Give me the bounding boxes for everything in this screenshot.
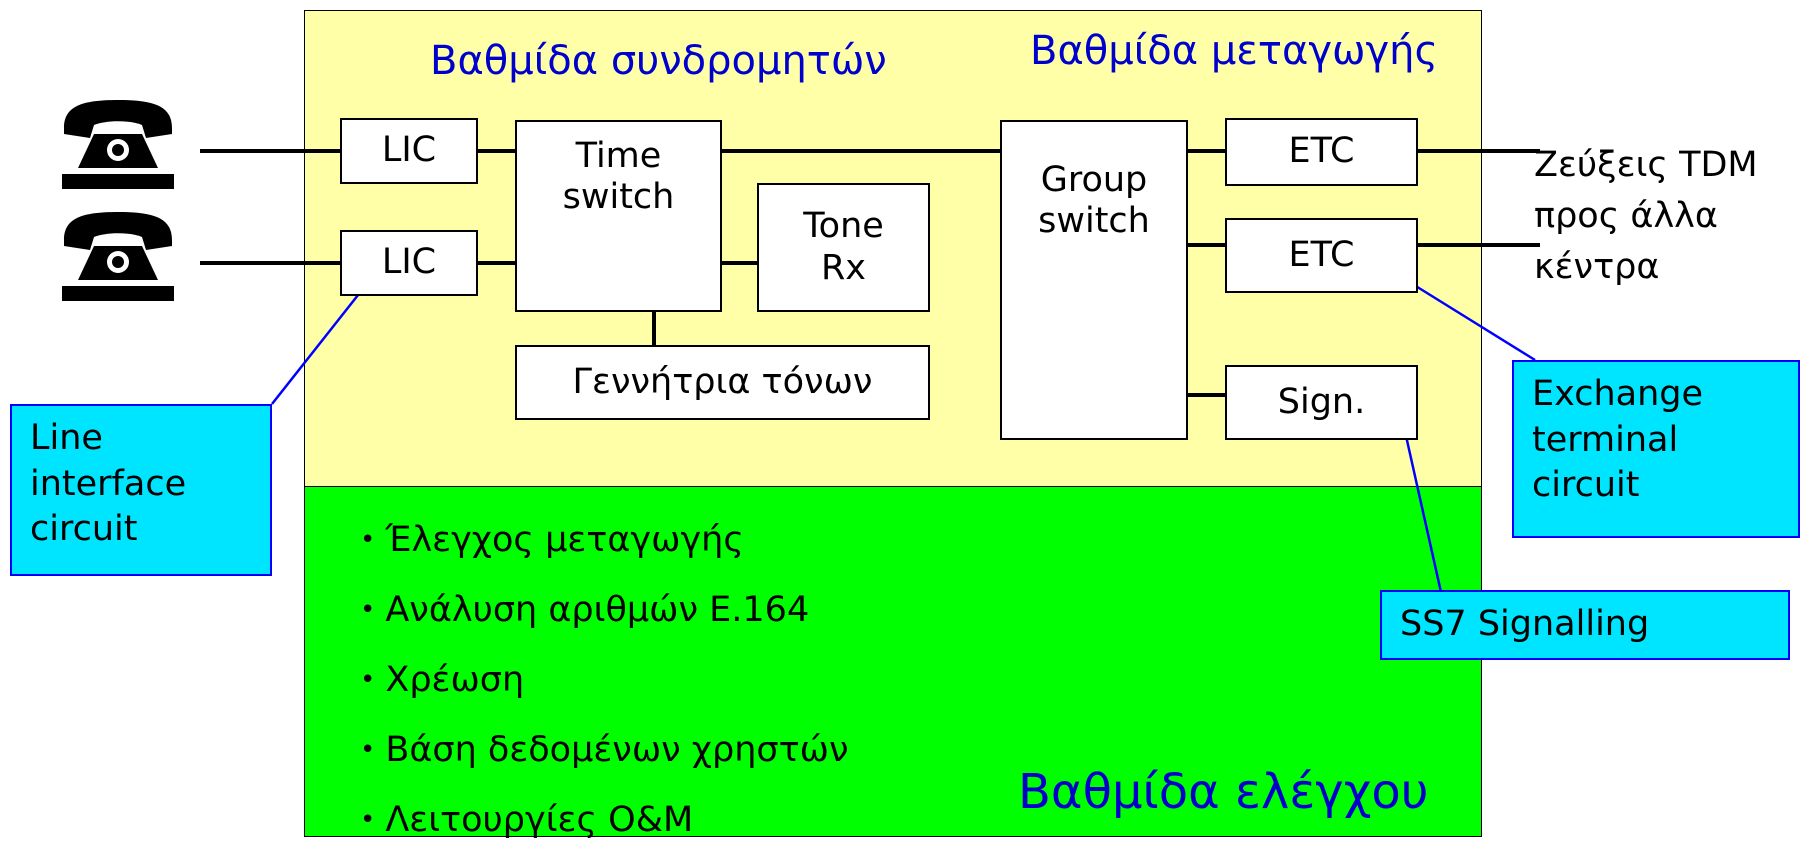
telephone-icon bbox=[62, 212, 174, 301]
ss7-callout: SS7 Signalling bbox=[1380, 590, 1790, 660]
tone-rx-label-1: Tone bbox=[803, 206, 884, 247]
tone-rx-block: Tone Rx bbox=[757, 183, 930, 312]
time-switch-label-2: switch bbox=[562, 177, 675, 218]
tone-generator-block: Γεννήτρια τόνων bbox=[515, 345, 930, 420]
list-item: Βάση δεδομένων χρηστών bbox=[360, 715, 848, 785]
control-stage-title: Βαθμίδα ελέγχου bbox=[1018, 764, 1429, 820]
exchange-terminal-callout: Exchange terminal circuit bbox=[1512, 360, 1800, 538]
telephone-icon bbox=[62, 100, 174, 189]
group-switch-label-1: Group bbox=[1040, 160, 1148, 200]
subscriber-stage-title: Βαθμίδα συνδρομητών bbox=[430, 38, 887, 84]
switching-stage-title: Βαθμίδα μεταγωγής bbox=[1030, 28, 1439, 74]
group-switch-label-2: switch bbox=[1038, 201, 1150, 242]
etc-block-1: ETC bbox=[1225, 118, 1418, 186]
tone-rx-label-2: Rx bbox=[820, 247, 867, 288]
group-switch-block: Group switch bbox=[1000, 120, 1188, 440]
list-item: Χρέωση bbox=[360, 645, 849, 715]
lic-block-1: LIC bbox=[340, 118, 478, 184]
line-interface-callout: Line interface circuit bbox=[10, 404, 272, 576]
lic-block-2: LIC bbox=[340, 230, 478, 296]
list-item: Έλεγχος μεταγωγής bbox=[360, 505, 849, 575]
list-item: Λειτουργίες O&M bbox=[360, 785, 849, 855]
etc-block-2: ETC bbox=[1225, 218, 1418, 293]
time-switch-label-1: Time bbox=[575, 136, 662, 176]
control-functions-list: Έλεγχος μεταγωγής Ανάλυση αριθμών E.164 … bbox=[360, 505, 849, 855]
list-item: Ανάλυση αριθμών E.164 bbox=[360, 575, 849, 645]
sign-block: Sign. bbox=[1225, 365, 1418, 440]
tdm-links-text: Ζεύξεις TDM προς άλλα κέντρα bbox=[1534, 145, 1758, 287]
time-switch-block: Time switch bbox=[515, 120, 722, 312]
